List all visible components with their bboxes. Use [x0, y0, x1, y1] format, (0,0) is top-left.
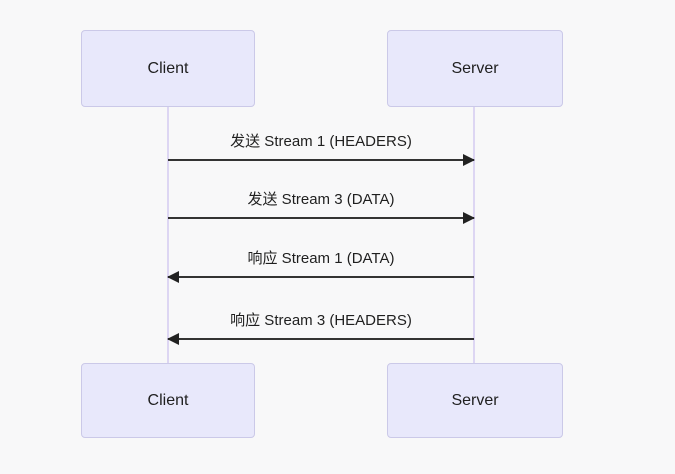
participant-server-bottom-label: Server	[451, 391, 499, 409]
message-1-line	[168, 159, 474, 161]
participant-server-top[interactable]: Server	[387, 30, 563, 107]
participant-client-top[interactable]: Client	[81, 30, 255, 107]
arrow-left-icon	[167, 271, 179, 283]
arrow-right-icon	[463, 154, 475, 166]
message-4-label: 响应 Stream 3 (HEADERS)	[230, 312, 412, 329]
arrow-right-icon	[463, 212, 475, 224]
message-3-label: 响应 Stream 1 (DATA)	[247, 250, 395, 267]
message-4-line	[168, 338, 474, 340]
lifeline-server	[473, 107, 475, 363]
message-3-line	[168, 276, 474, 278]
lifeline-client	[167, 107, 169, 363]
message-1-label: 发送 Stream 1 (HEADERS)	[230, 133, 412, 150]
participant-client-bottom-label: Client	[147, 391, 189, 409]
participant-server-top-label: Server	[451, 59, 499, 77]
arrow-left-icon	[167, 333, 179, 345]
participant-client-top-label: Client	[147, 59, 189, 77]
participant-client-bottom[interactable]: Client	[81, 363, 255, 438]
message-2-label: 发送 Stream 3 (DATA)	[247, 191, 395, 208]
participant-server-bottom[interactable]: Server	[387, 363, 563, 438]
message-2-line	[168, 217, 474, 219]
